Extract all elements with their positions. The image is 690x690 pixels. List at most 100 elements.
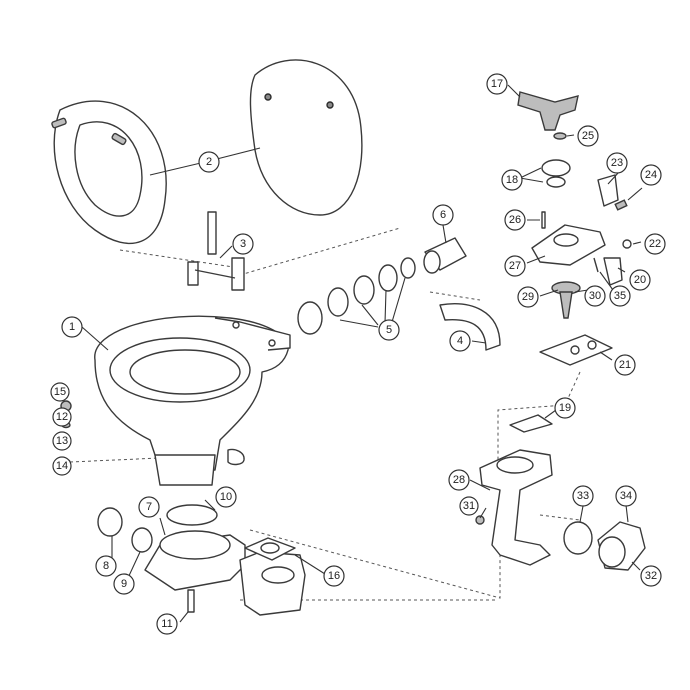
callout-8: 8	[95, 555, 117, 577]
leader-17-18-25	[507, 84, 575, 183]
base-flange	[159, 530, 231, 560]
callout-label: 1	[69, 321, 75, 333]
callout-19: 19	[554, 397, 576, 419]
valve-ring	[327, 287, 349, 317]
pump-top-port	[496, 456, 534, 474]
leader-5	[339, 277, 406, 328]
lid-bumper	[264, 93, 272, 101]
hose-body	[439, 303, 501, 351]
valve-top	[541, 159, 571, 177]
lever-arm	[597, 174, 619, 207]
gasket-19	[509, 414, 553, 433]
callout-label: 5	[386, 324, 392, 336]
leader-6	[442, 224, 447, 244]
valve-housing	[531, 174, 632, 266]
callout-label: 19	[559, 402, 571, 414]
o-ring-small	[400, 257, 416, 279]
dash-base-pump	[249, 520, 501, 599]
spring-seal	[297, 301, 323, 335]
callout-label: 11	[161, 618, 172, 630]
callout-label: 24	[645, 169, 657, 181]
outlet-mouth	[598, 536, 626, 568]
callout-25: 25	[577, 125, 599, 147]
lid-shell	[249, 59, 363, 216]
callout-5: 5	[378, 319, 400, 341]
o-ring	[353, 275, 375, 305]
callout-label: 28	[453, 474, 465, 486]
callout-label: 6	[440, 209, 446, 221]
callout-14: 14	[52, 456, 72, 476]
housing-pin	[541, 211, 546, 229]
gasket-hole	[260, 542, 280, 554]
leader-16	[294, 554, 326, 575]
callout-label: 17	[491, 78, 503, 90]
hinge-bracket-right	[231, 257, 245, 291]
cap-body	[97, 507, 123, 537]
callout-24: 24	[640, 164, 662, 186]
callout-21: 21	[614, 354, 636, 376]
callout-16: 16	[323, 565, 345, 587]
hinge-bracket-left	[187, 261, 199, 286]
seat-ring-inner	[74, 121, 143, 217]
lever-bracket	[603, 257, 623, 286]
callout-10: 10	[215, 486, 237, 508]
gasket-hole	[587, 340, 597, 350]
callout-12: 12	[52, 407, 72, 427]
callout-label: 21	[619, 359, 631, 371]
pump-housing	[239, 551, 306, 616]
callout-label: 27	[509, 260, 521, 272]
callout-17: 17	[486, 73, 508, 95]
leader-3	[219, 245, 233, 259]
callout-label: 13	[56, 435, 68, 447]
toilet-bowl	[94, 315, 291, 486]
dash-pump-gasket	[497, 371, 581, 480]
callout-label: 31	[463, 500, 475, 512]
leader-outlet	[579, 504, 641, 571]
leader-21	[599, 351, 613, 361]
callout-4: 4	[449, 330, 471, 352]
dash-hinge-lid	[239, 227, 401, 276]
leader-28-31	[469, 479, 491, 519]
valve-bottom	[546, 176, 566, 188]
outlet-seal	[563, 521, 593, 555]
leader-housing	[526, 171, 643, 264]
callout-label: 14	[56, 460, 68, 472]
pump-gasket-plate	[539, 334, 613, 366]
handle-assembly	[517, 91, 579, 188]
housing-port	[553, 233, 579, 247]
seat-lid	[249, 59, 363, 216]
callout-label: 30	[589, 290, 601, 302]
callout-label: 23	[611, 157, 623, 169]
callout-20: 20	[629, 269, 651, 291]
hinge-assembly	[187, 211, 245, 291]
callout-32: 32	[640, 565, 662, 587]
hinge-hole	[232, 321, 240, 329]
callout-label: 3	[240, 238, 246, 250]
pump-base	[144, 504, 306, 616]
callout-34: 34	[615, 485, 637, 507]
callout-35: 35	[609, 285, 631, 307]
leader-19	[544, 409, 557, 419]
callout-28: 28	[448, 469, 470, 491]
callout-label: 2	[206, 156, 212, 168]
seat-bumper	[51, 117, 67, 129]
lid-bumper	[326, 101, 334, 109]
pump-body-shell	[479, 449, 553, 566]
callout-18: 18	[501, 169, 523, 191]
callout-label: 10	[220, 491, 232, 503]
callout-label: 8	[103, 560, 109, 572]
bowl-opening	[129, 349, 241, 395]
leader-4	[471, 340, 487, 344]
hinge-hole	[268, 339, 276, 347]
outlet-assembly	[563, 521, 646, 571]
seat-bumper	[111, 132, 127, 146]
callout-29: 29	[517, 286, 539, 308]
hose	[439, 303, 501, 351]
callout-label: 4	[457, 335, 463, 347]
callout-1: 1	[61, 316, 83, 338]
callout-26: 26	[504, 209, 526, 231]
fitting-mouth	[423, 250, 441, 274]
dash-pump-side	[539, 514, 581, 521]
callout-label: 9	[121, 578, 127, 590]
